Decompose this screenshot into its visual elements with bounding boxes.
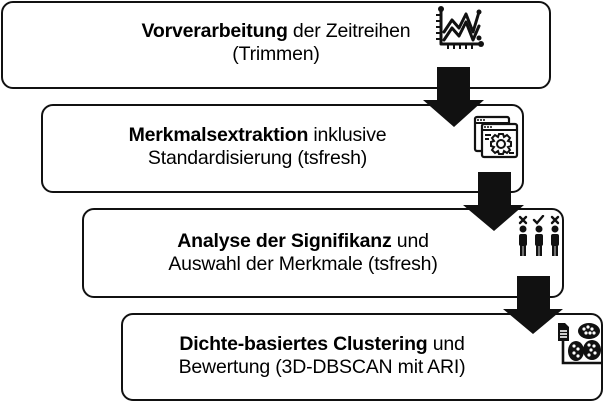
step-title-rest: der Zeitreihen xyxy=(287,20,411,42)
step-title-bold: Analyse der Signifikanz xyxy=(177,230,392,252)
settings-window-icon xyxy=(473,115,519,159)
step-box-feature-extraction: Merkmalsextraktion inklusive Standardisi… xyxy=(41,104,524,193)
step-title-bold: Dichte-basiertes Clustering xyxy=(179,333,428,355)
people-selection-icon xyxy=(518,215,560,256)
step-title-bold: Merkmalsextraktion xyxy=(128,124,309,146)
step-box-significance-analysis: Analyse der Signifikanz und Auswahl der … xyxy=(82,208,564,298)
cluster-report-icon xyxy=(558,323,601,365)
step-title-rest: und xyxy=(391,230,429,252)
step-subtitle: Bewertung (3D-DBSCAN mit ARI) xyxy=(178,356,466,378)
step-subtitle: Standardisierung (tsfresh) xyxy=(147,147,368,169)
flow-arrow-3 xyxy=(503,276,563,334)
step-title-rest: und xyxy=(427,333,465,355)
step-label: Merkmalsextraktion inklusive Standardisi… xyxy=(43,124,472,170)
step-title-rest: inklusive xyxy=(308,124,387,146)
step-title-bold: Vorverarbeitung xyxy=(141,20,288,42)
step-subtitle: Auswahl der Merkmale (tsfresh) xyxy=(168,253,438,275)
step-label: Vorverarbeitung der Zeitreihen (Trimmen) xyxy=(3,20,549,66)
flow-arrow-1 xyxy=(423,67,484,127)
step-label: Dichte-basiertes Clustering und Bewertun… xyxy=(123,333,521,379)
step-label: Analyse der Signifikanz und Auswahl der … xyxy=(84,230,522,276)
step-box-clustering: Dichte-basiertes Clustering und Bewertun… xyxy=(121,313,603,401)
step-subtitle: (Trimmen) xyxy=(232,43,320,65)
step-box-preprocessing: Vorverarbeitung der Zeitreihen (Trimmen) xyxy=(1,1,551,89)
flow-arrow-2 xyxy=(463,172,524,231)
line-chart-icon xyxy=(436,6,484,49)
